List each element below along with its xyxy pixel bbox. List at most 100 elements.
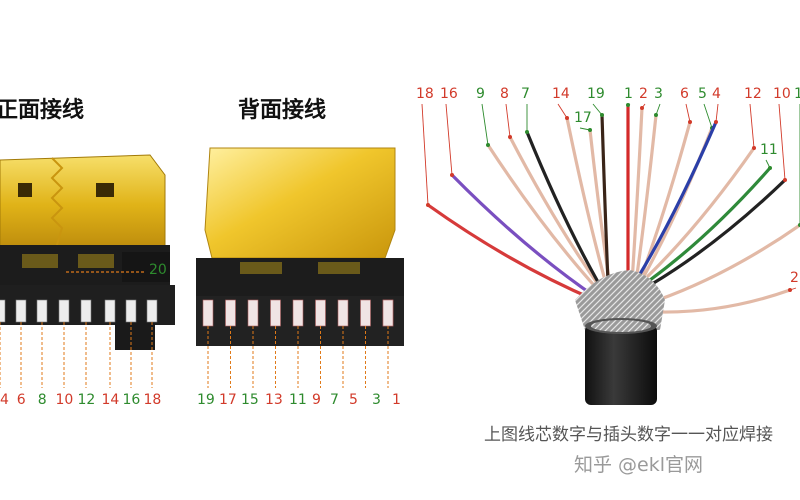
- wire-label-12: 5: [698, 86, 707, 102]
- wire-leader-2: [481, 103, 489, 146]
- wire-label-14: 12: [744, 86, 762, 102]
- watermark: 知乎 @ekl官网: [574, 454, 704, 476]
- cable-braided-shield: [575, 270, 665, 330]
- caption: 上图线芯数字与插头数字一一对应焊接: [484, 425, 773, 445]
- wire-leader-12: [703, 103, 713, 129]
- back-pin-label-19: 19: [197, 392, 215, 408]
- front-pin-10: [58, 299, 70, 323]
- locking-hole-right: [96, 183, 114, 197]
- wire-label-5: 14: [552, 86, 570, 102]
- back-pin-label-5: 5: [349, 392, 358, 408]
- wire-leader-3: [505, 103, 511, 138]
- wire-label-10: 3: [654, 86, 663, 102]
- front-pin-label-14: 14: [101, 392, 120, 408]
- back-wiring-title: 背面接线: [238, 98, 327, 123]
- wire-0: [426, 203, 597, 302]
- front-pin-6: [15, 299, 27, 323]
- back-pin-label-9: 9: [312, 392, 321, 408]
- front-pin-16: [125, 299, 137, 323]
- wire-label-16: 10: [773, 86, 791, 102]
- wire-label-9: 2: [639, 86, 648, 102]
- wire-end-dot-16: [783, 178, 787, 182]
- back-pin-9: [315, 299, 326, 327]
- wire-end-dot-6: [588, 128, 592, 132]
- wire-4: [525, 130, 600, 284]
- wire-label-2: 9: [476, 86, 485, 102]
- front-pin-8: [36, 299, 48, 323]
- wire-3: [508, 135, 604, 292]
- back-pin-label-15: 15: [241, 392, 259, 408]
- front-connector: [0, 154, 175, 388]
- wire-14: [646, 146, 756, 278]
- wire-end-dot-2: [486, 143, 490, 147]
- wire-leader-14: [749, 103, 755, 149]
- wire-label-3: 8: [500, 86, 509, 102]
- wire-16: [650, 178, 787, 286]
- wire-end-dot-7: [600, 113, 604, 117]
- wire-end-dot-11: [688, 120, 692, 124]
- wire-end-dot-9: [640, 106, 644, 110]
- wire-label-18: 2: [790, 270, 799, 286]
- back-pin-label-7: 7: [330, 392, 339, 408]
- wire-end-dot-8: [626, 103, 630, 107]
- back-connector: [196, 147, 404, 388]
- wire-5: [565, 116, 608, 286]
- back-pin-7: [337, 299, 349, 327]
- wire-end-dot-14: [752, 146, 756, 150]
- back-pin-label-11: 11: [289, 392, 307, 408]
- front-pin-label-16: 16: [122, 392, 141, 408]
- wire-leader-16: [778, 103, 786, 181]
- front-pin-label-10: 10: [55, 392, 74, 408]
- wire-end-dot-4: [525, 130, 529, 134]
- front-wiring-title: 正面接线: [0, 98, 85, 123]
- front-pin-label-18: 18: [143, 392, 162, 408]
- wire-label-8: 1: [624, 86, 633, 102]
- wire-end-dot-15: [768, 166, 772, 170]
- wire-label-11: 6: [680, 86, 689, 102]
- back-pin-label-1: 1: [392, 392, 401, 408]
- wire-end-dot-10: [654, 113, 658, 117]
- back-pin-label-13: 13: [265, 392, 283, 408]
- wire-17: [656, 223, 800, 302]
- wire-end-dot-1: [450, 173, 454, 177]
- wire-15: [648, 166, 772, 282]
- back-pin-11: [292, 299, 304, 327]
- wire-9: [630, 106, 644, 284]
- front-pin-12: [80, 299, 92, 323]
- wire-leader-1: [445, 103, 453, 176]
- wire-leader-13: [715, 103, 719, 123]
- wire-label-13: 4: [712, 86, 721, 102]
- wire-leader-0: [421, 103, 429, 206]
- wire-leader-7: [592, 103, 603, 116]
- pin-label-20: 20: [149, 262, 167, 278]
- front-pin-18: [146, 299, 158, 323]
- wire-10: [634, 113, 658, 284]
- wire-end-dot-18: [788, 288, 792, 292]
- back-pin-label-17: 17: [219, 392, 237, 408]
- wire-label-1: 16: [440, 86, 458, 102]
- wire-end-dot-3: [508, 135, 512, 139]
- wire-18: [658, 288, 792, 314]
- back-pin-5: [360, 299, 371, 327]
- back-pin-15: [247, 299, 259, 327]
- wire-label-7: 19: [587, 86, 605, 102]
- back-pin-1: [382, 299, 394, 327]
- wire-13: [638, 120, 718, 276]
- wire-label-4: 7: [521, 86, 530, 102]
- back-pin-17: [225, 299, 236, 327]
- back-pin-label-3: 3: [372, 392, 381, 408]
- wire-leader-5: [557, 103, 568, 119]
- front-pin-label-12: 12: [77, 392, 96, 408]
- wire-7: [600, 113, 610, 284]
- wire-label-0: 18: [416, 86, 434, 102]
- wire-label-6: 17: [574, 110, 592, 126]
- locking-hole-left: [18, 183, 32, 197]
- back-pin-13: [270, 299, 281, 327]
- wire-1: [450, 173, 599, 300]
- wire-label-15: 11: [760, 142, 778, 158]
- wire-leader-11: [685, 103, 691, 123]
- wire-label-17: 1: [794, 86, 800, 102]
- front-pin-14: [104, 299, 116, 323]
- front-pin-label-8: 8: [37, 392, 47, 408]
